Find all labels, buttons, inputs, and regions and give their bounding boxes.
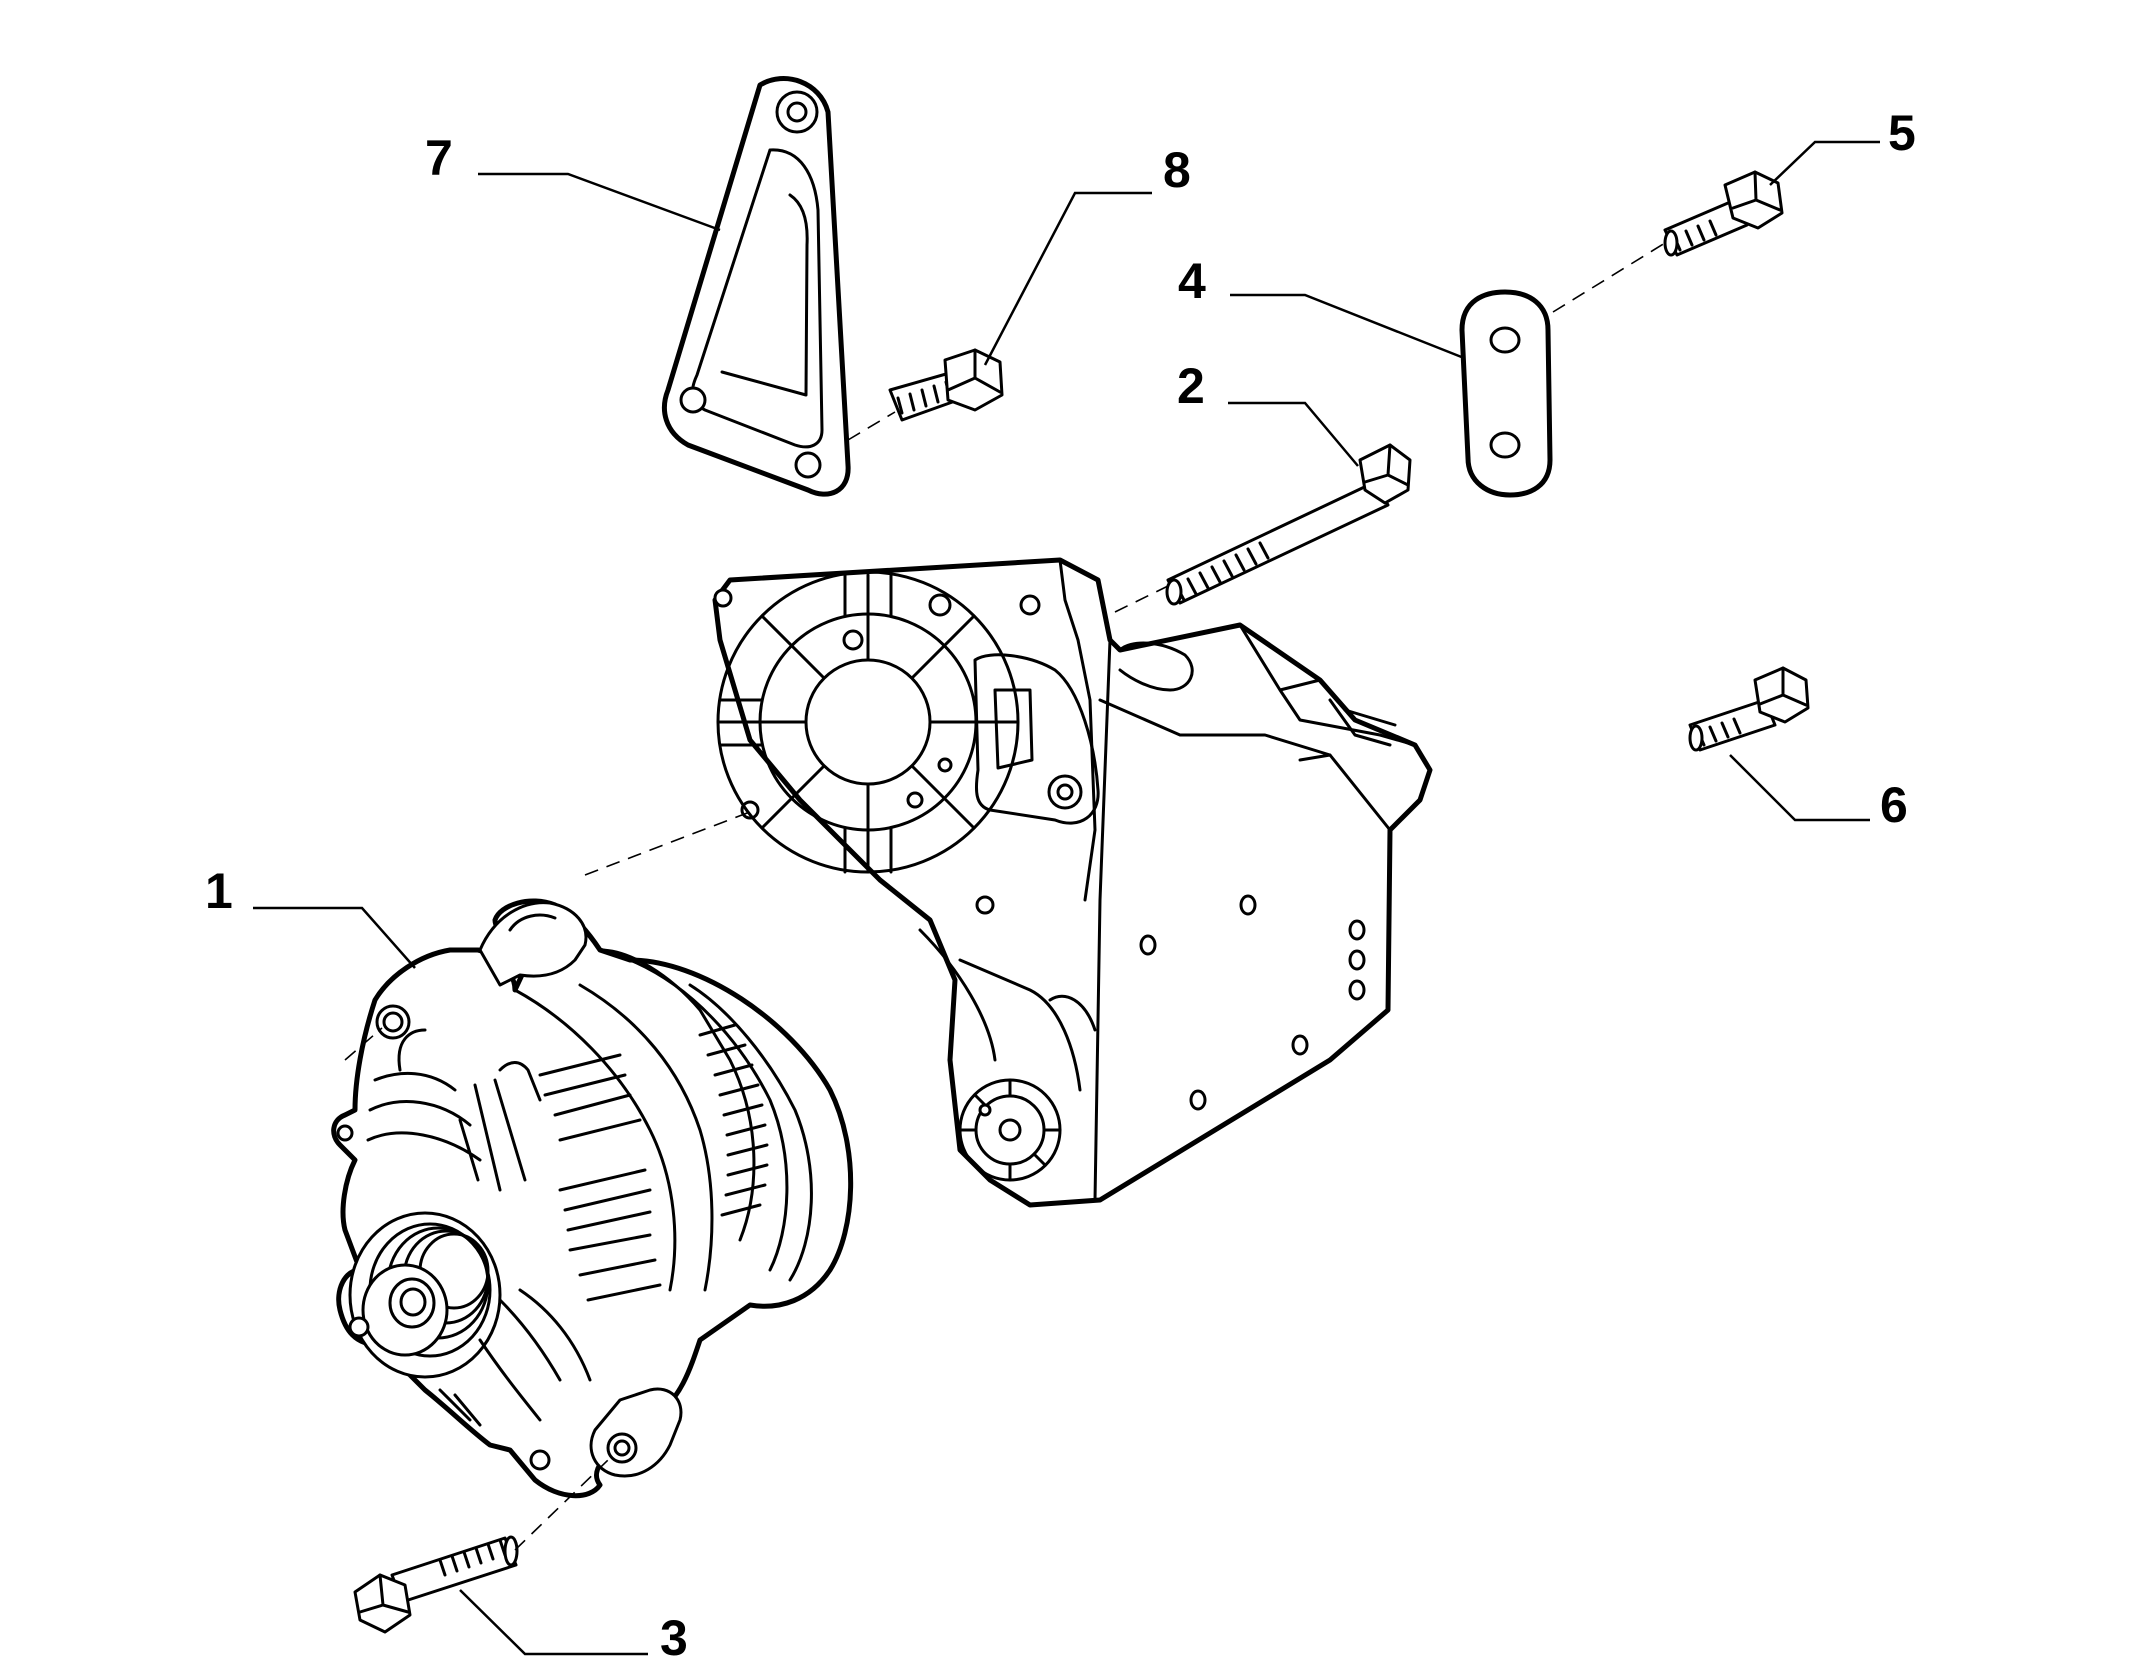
- callout-4: 4: [1178, 253, 1206, 309]
- assembly-axes: [344, 242, 1666, 1551]
- support-bracket[interactable]: [712, 557, 1433, 1208]
- callout-3: 3: [660, 1610, 688, 1666]
- leader-6: [1729, 754, 1870, 822]
- part-4-link-plate[interactable]: [1459, 289, 1553, 498]
- leader-lines: [253, 140, 1880, 1656]
- part-2-long-bolt[interactable]: [1165, 443, 1412, 606]
- leader-7: [478, 172, 721, 232]
- leader-4: [1230, 293, 1465, 360]
- leader-8: [983, 191, 1152, 366]
- callout-6: 6: [1880, 777, 1908, 833]
- callout-2: 2: [1177, 358, 1205, 414]
- callout-labels: 1 2 3 4 5 6 7 8: [205, 105, 1916, 1666]
- callout-5: 5: [1888, 105, 1916, 161]
- leader-2: [1228, 401, 1359, 467]
- part-5-bolt[interactable]: [1663, 170, 1784, 257]
- callout-1: 1: [205, 863, 233, 919]
- leader-5: [1769, 140, 1880, 186]
- part-1-alternator[interactable]: [331, 898, 854, 1499]
- part-7-bracket[interactable]: [662, 76, 851, 497]
- callout-7: 7: [425, 130, 453, 186]
- part-8-bolt[interactable]: [888, 348, 1004, 422]
- leader-3: [459, 1589, 648, 1656]
- callout-8: 8: [1163, 142, 1191, 198]
- part-6-bolt[interactable]: [1688, 666, 1810, 752]
- part-3-bolt[interactable]: [353, 1535, 519, 1634]
- leader-1: [253, 906, 416, 969]
